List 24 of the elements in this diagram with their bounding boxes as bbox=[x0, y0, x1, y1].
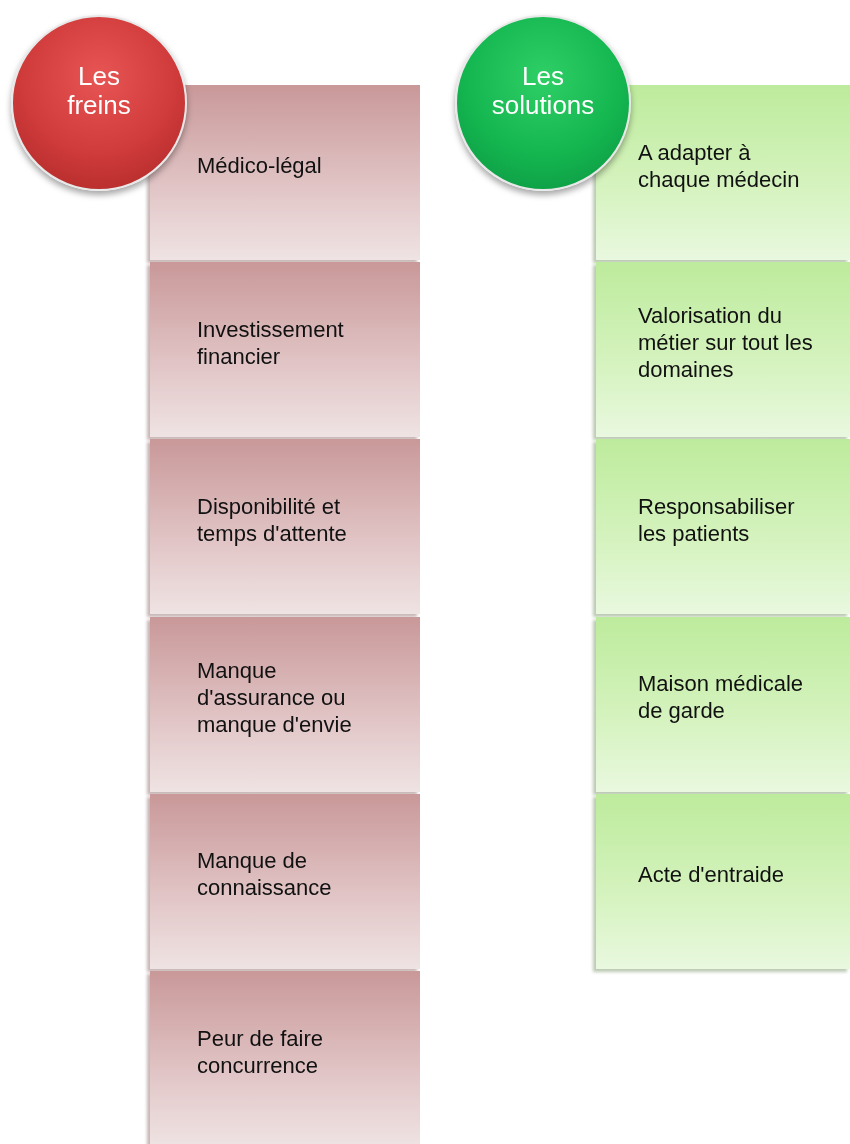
list-box bbox=[150, 616, 420, 792]
list-box bbox=[596, 439, 850, 615]
list-box bbox=[596, 262, 850, 438]
item-text: Investissement financier bbox=[197, 316, 345, 371]
list-box bbox=[150, 793, 420, 969]
heading-text: Les solutions bbox=[490, 61, 596, 121]
item-text: Responsabiliser les patients bbox=[638, 494, 796, 548]
list-box bbox=[150, 262, 420, 438]
list-box bbox=[596, 85, 850, 260]
list-box bbox=[150, 85, 420, 260]
item-text: Acte d'entraide bbox=[638, 861, 785, 889]
item-text: Valorisation du métier sur tout les domaines bbox=[638, 303, 814, 384]
item-text: Médico-légal bbox=[197, 153, 322, 180]
heading-text: Les freins bbox=[66, 61, 132, 121]
item-text: Peur de faire concurrence bbox=[197, 1025, 324, 1080]
item-text: A adapter à chaque médecin bbox=[638, 139, 801, 194]
item-text: Disponibilité et temps d'attente bbox=[197, 494, 348, 548]
list-box bbox=[150, 439, 420, 615]
list-box bbox=[596, 616, 850, 792]
item-text: Maison médicale de garde bbox=[638, 671, 805, 725]
item-text: Manque de connaissance bbox=[197, 848, 333, 903]
item-text: Manque d'assurance ou manque d'envie bbox=[197, 657, 353, 739]
list-box bbox=[150, 971, 420, 1144]
list-box bbox=[596, 793, 850, 969]
